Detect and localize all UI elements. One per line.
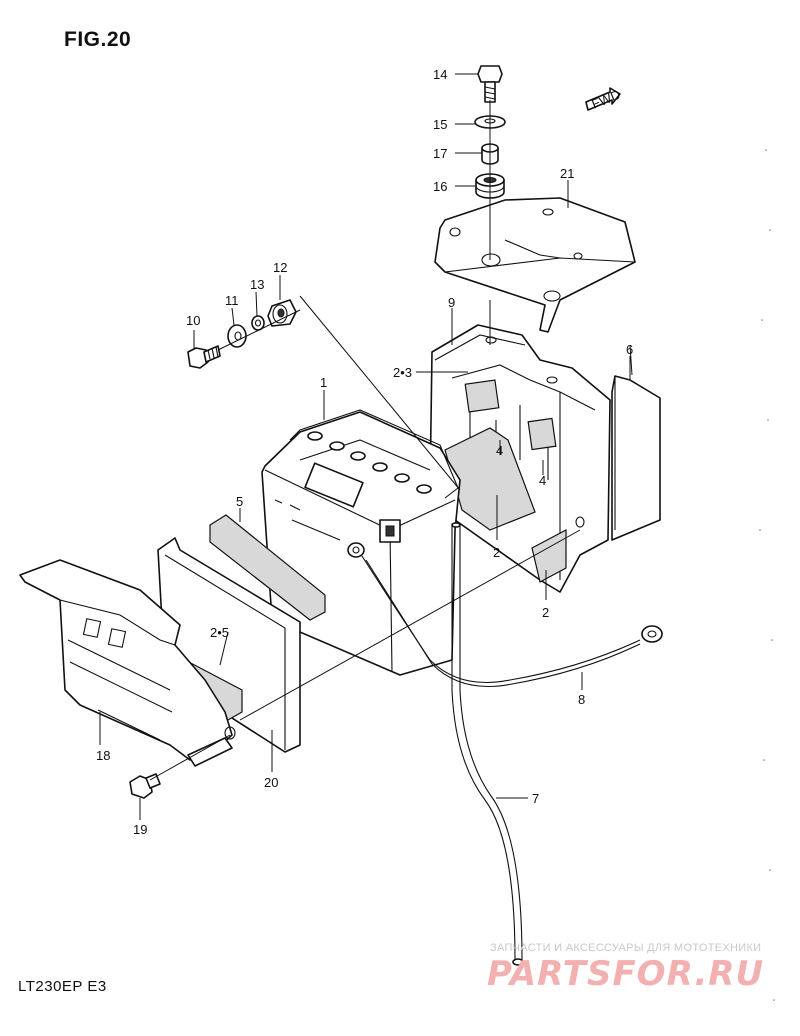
callout-16: 16 [433,179,447,194]
callout-6: 6 [626,342,633,357]
assembly-lines [149,100,581,781]
callout-18: 18 [96,748,110,763]
callout-9: 9 [448,295,455,310]
callout-labels: 14 15 17 16 21 9 2•3 6 1 4 4 2 2 5 2•5 8… [96,67,633,837]
part-11-washer [227,324,247,348]
callout-11: 11 [225,293,239,308]
callout-1: 1 [320,375,327,390]
part-21-bracket [434,197,636,333]
part-12-grommet [267,299,297,327]
part-14-bolt [477,65,503,103]
callout-2-3: 2•3 [393,365,412,380]
callout-21: 21 [560,166,574,181]
callout-13: 13 [250,277,264,292]
part-5-pad [209,514,326,621]
callout-14: 14 [433,67,447,82]
callout-8: 8 [578,692,585,707]
figure-title: FIG.20 [64,28,132,51]
battery-cell-caps [307,431,432,494]
callout-20: 20 [264,775,278,790]
callout-2-5: 2•5 [210,625,229,640]
callout-5: 5 [236,494,243,509]
callout-10: 10 [186,313,200,328]
part-19-bolt [129,773,161,799]
callout-4b: 4 [539,473,546,488]
battery-terminal-block [304,462,401,543]
callout-19: 19 [133,822,147,837]
callout-12: 12 [273,260,287,275]
callout-15: 15 [433,117,447,132]
callout-17: 17 [433,146,447,161]
scan-edge-speckle [759,149,775,1001]
part-10-bolt [187,345,221,369]
callout-leaders [99,73,633,820]
callout-4a: 4 [496,443,503,458]
part-18-cover [19,559,236,767]
part-6-side-plate [611,375,661,541]
part-9-battery-holder [429,324,611,593]
model-code: LT230EP E3 [18,978,107,995]
part-8-battery-cable [347,542,663,687]
part-2-pad-lower [444,427,536,531]
fwd-label: FWD [589,87,622,112]
callout-2a: 2 [493,545,500,560]
watermark-logo: PARTSFOR.RU [487,954,765,994]
callout-7: 7 [532,791,539,806]
callout-2b: 2 [542,605,549,620]
watermark-subtitle: ЗАПЧАСТИ И АКСЕССУАРЫ ДЛЯ МОТОТЕХНИКИ [490,942,762,954]
part-7-breather-tube [451,522,524,966]
forward-direction-arrow: FWD [585,87,622,112]
